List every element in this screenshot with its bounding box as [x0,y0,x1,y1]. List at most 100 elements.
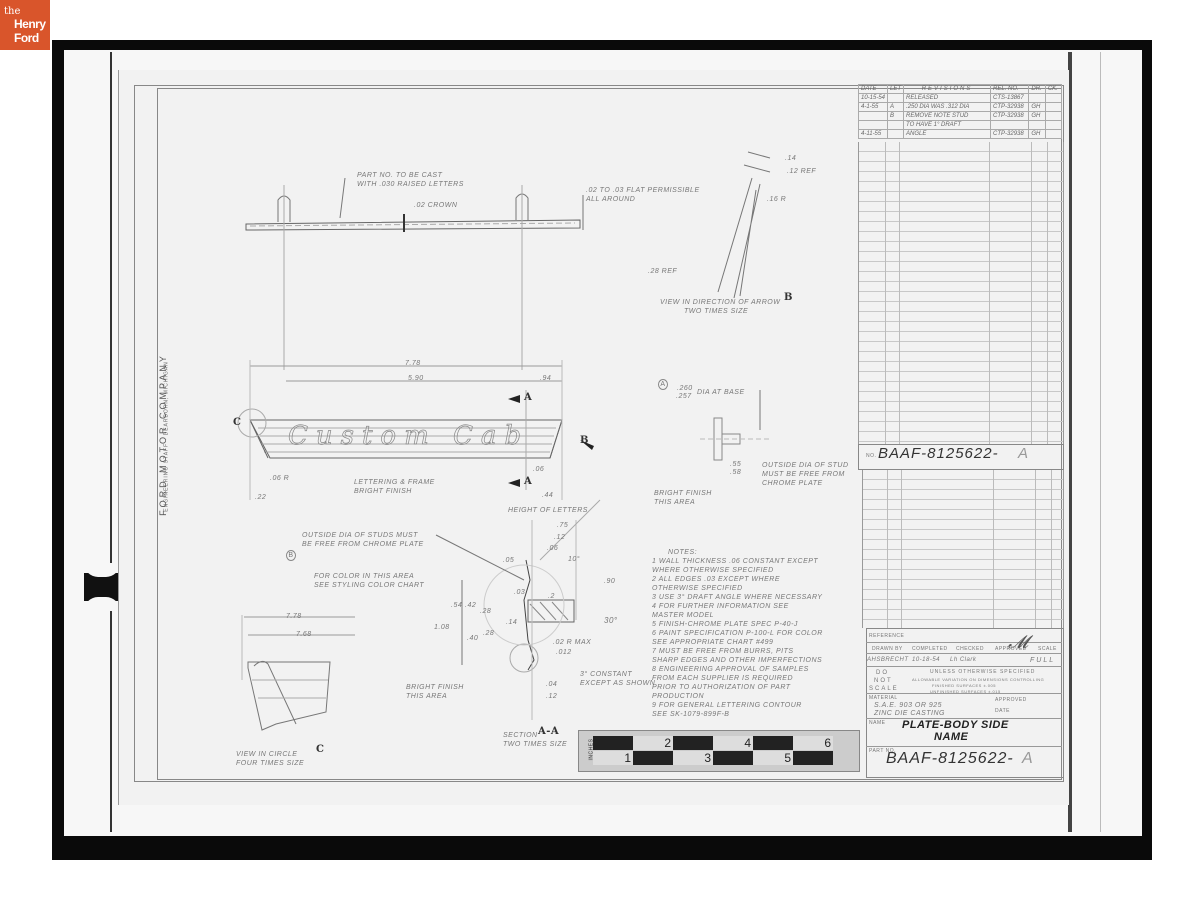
sec-dim-2: .2 [548,593,555,600]
sprocket-hole [84,563,120,611]
view-c-caption-1: VIEW IN CIRCLE [236,751,298,758]
flat-note-2: ALL AROUND [586,196,636,203]
tolerance-2: FINISHED SURFACES ±.005 [932,683,996,688]
stud-note-1: OUTSIDE DIA OF STUD [762,462,849,469]
sec-dim-14: .14 [506,619,518,626]
note-line: 2 ALL EDGES .03 EXCEPT WHERE [652,576,780,583]
revisions-table: DATE LET REVISIONS REL. NO. DR. CK. 10-1… [857,84,1063,139]
stud-note-2: MUST BE FREE FROM [762,471,845,478]
dim-44: .44 [542,492,554,499]
material-line-1: S.A.E. 903 OR 925 [874,702,943,709]
note-line: OTHERWISE SPECIFIED [652,585,743,592]
note-line: WHERE OTHERWISE SPECIFIED [652,567,774,574]
film-edge-left [110,52,112,832]
sec-dim-28b: .28 [483,630,495,637]
note-line: PRODUCTION [652,693,705,700]
lettering-note-1: LETTERING & FRAME [354,479,435,486]
note-part-no-1: PART NO. TO BE CAST [357,172,443,179]
dim-06: .06 [533,466,545,473]
color-note-2: SEE STYLING COLOR CHART [314,582,425,589]
crown-note: .02 CROWN [414,202,458,209]
note-line: SHARP EDGES AND OTHER IMPERFECTIONS [652,657,823,664]
scale-ruler: INCHES 2 4 6 1 3 5 [578,730,860,772]
stud-chrome-note-2: BE FREE FROM CHROME PLATE [302,541,424,548]
sec-dim-28: .28 [480,608,492,615]
dim-06r: .06 R [270,475,290,482]
lettering-note-2: BRIGHT FINISH [354,488,412,495]
sec-dim-03: .03 [514,589,526,596]
checked-by: Lh Clark [950,657,977,663]
ruler-cell [633,751,673,765]
note-line: 4 FOR FURTHER INFORMATION SEE [652,603,789,610]
part-number-mid-rev: A [1018,445,1030,462]
note-line: SEE SK-1079-899F-B [652,711,730,718]
view-b-dim-16r: .16 R [767,196,787,203]
custom-cab-script: Custom Cab [288,421,530,452]
ruler-cell [793,751,833,765]
view-c-dim-778: 7.78 [286,613,302,620]
stud-marker-a: A [658,379,668,390]
part-number-mid: BAAF-8125622- [878,445,999,462]
sec-dim-04: .04 [546,681,558,688]
note-line: 7 MUST BE FREE FROM BURRS, PITS [652,648,794,655]
stud-dia-text: DIA AT BASE [697,389,745,396]
rev-ck [1044,129,1063,139]
color-note-1: FOR COLOR IN THIS AREA [314,573,415,580]
view-b-dim-14: .14 [785,155,797,162]
henry-ford-logo: the Henry Ford [0,0,50,50]
section-marker-b: B [286,550,296,561]
view-c-caption-2: FOUR TIMES SIZE [236,760,305,767]
stud-note-3: CHROME PLATE [762,480,823,487]
tolerance-3: UNFINISHED SURFACES ±.015 [930,689,1001,694]
sec-dim-30deg: 30° [604,616,618,625]
completed-date: 10-18-54 [912,657,941,663]
title-block [866,628,1064,778]
constant-note-2: EXCEPT AS SHOWN [580,680,656,687]
height-letters-label: HEIGHT OF LETTERS [508,507,588,514]
film-edge-right [1068,52,1072,832]
note-line: SEE APPROPRIATE CHART #499 [652,639,774,646]
ruler-cell-6: 6 [793,736,833,750]
sec-dim-12: .12 [554,534,566,541]
revisions-grid-lower [862,470,1064,628]
view-b-caption-2: TWO TIMES SIZE [684,308,749,315]
do-not-scale-1: DO [876,670,889,676]
scale-value: FULL [1030,657,1056,664]
note-line: MASTER MODEL [652,612,715,619]
note-line: PRIOR TO AUTHORIZATION OF PART [652,684,791,691]
reference-label: REFERENCE [869,633,905,639]
part-no-label: PART NO. [869,748,897,754]
notes-title: NOTES: [668,549,698,556]
approved-label: APPROVED [995,646,1027,652]
section-a-bottom: A [524,476,533,487]
material-line-2: ZINC DIE CASTING [874,710,946,717]
sec-dim-42: .42 [465,602,477,609]
stud-dim-55: .55 [730,461,742,468]
rev-let [887,129,905,139]
sec-dim-012: .012 [556,649,572,656]
sec-dim-02rmax: .02 R MAX [553,639,592,646]
dim-94: .94 [540,375,552,382]
sec-dim-75: .75 [557,522,569,529]
drawn-by: AHSBRECHT [867,657,909,663]
note-line: 3 USE 3° DRAFT ANGLE WHERE NECESSARY [652,594,823,601]
do-not-scale-2: NOT [874,678,893,684]
sec-dim-10deg: 10° [568,556,581,563]
sec-dim-90: .90 [604,578,616,585]
logo-the: the [4,6,21,17]
constant-note-1: 3° CONSTANT [580,671,633,678]
view-b-dim-12ref: .12 REF [787,168,817,175]
ruler-cell-3: 3 [673,751,713,765]
bright-finish-1: BRIGHT FINISH [654,490,712,497]
film-edge-right2 [1100,52,1101,832]
sec-dim-108: 1.08 [434,624,450,631]
ruler-cell [593,736,633,750]
sec-dim-12b: .12 [546,693,558,700]
flat-note-1: .02 TO .03 FLAT PERMISSIBLE [586,187,700,194]
ruler-cell [673,736,713,750]
date-label: DATE [995,708,1010,714]
completed-label: COMPLETED [912,646,948,652]
